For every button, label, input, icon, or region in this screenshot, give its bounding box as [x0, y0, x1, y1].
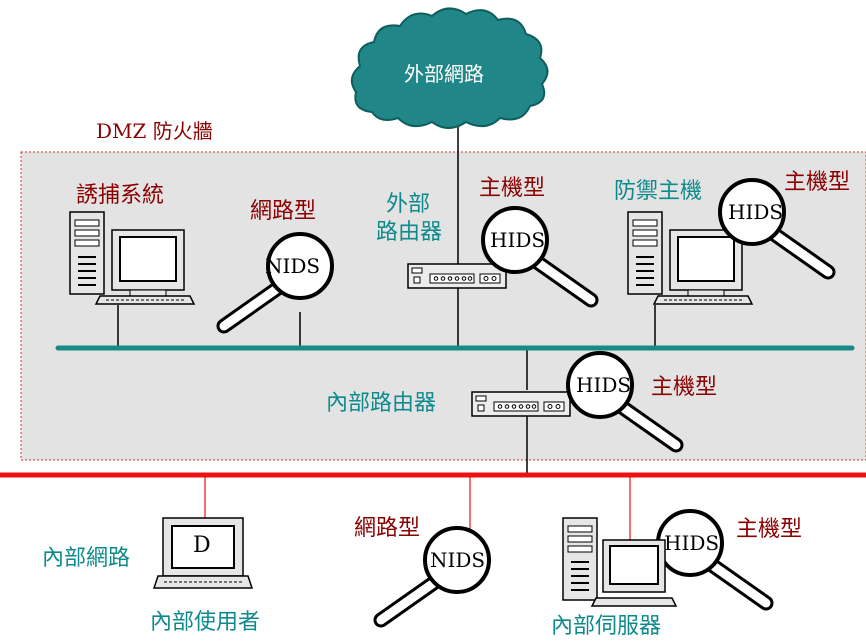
internal-nids-type-label: 網路型: [354, 516, 421, 541]
bastion-hids-badge: HIDS: [728, 200, 784, 224]
external-router-hids-type-label: 主機型: [479, 176, 546, 201]
internal-server-hids-type-label: 主機型: [736, 517, 803, 542]
internal-nids-badge: NIDS: [430, 548, 486, 572]
external-router-label-line2: 路由器: [376, 220, 443, 245]
dmz-nids-badge: NIDS: [265, 254, 321, 278]
internal-router-hids-type-label: 主機型: [651, 375, 718, 400]
internal-router-hids-badge: HIDS: [576, 373, 632, 397]
bastion-label: 防禦主機: [614, 179, 703, 204]
dmz-firewall-label: DMZ 防火牆: [96, 119, 213, 143]
internal-router-label: 內部路由器: [326, 391, 437, 416]
internal-server-hids-badge: HIDS: [664, 531, 720, 555]
cloud-icon: [350, 7, 549, 129]
honeypot-label: 誘捕系統: [76, 183, 165, 208]
bastion-hids-type-label: 主機型: [784, 170, 851, 195]
external-router-label-line1: 外部: [386, 192, 431, 217]
cloud-label: 外部網路: [404, 62, 484, 86]
internal-network-label: 內部網路: [42, 546, 131, 571]
terminal-icon: [152, 517, 254, 589]
external-router-hids-badge: HIDS: [490, 228, 546, 252]
internal-server-label: 內部伺服器: [551, 614, 662, 639]
server-computer-icon: [562, 517, 678, 607]
magnifier-icon: [381, 528, 489, 620]
router-icon: [471, 391, 571, 417]
internal-user-label: 內部使用者: [150, 610, 261, 635]
internal-user-screen-letter: D: [193, 533, 211, 558]
dmz-nids-type-label: 網路型: [250, 199, 317, 224]
router-icon: [407, 263, 507, 289]
